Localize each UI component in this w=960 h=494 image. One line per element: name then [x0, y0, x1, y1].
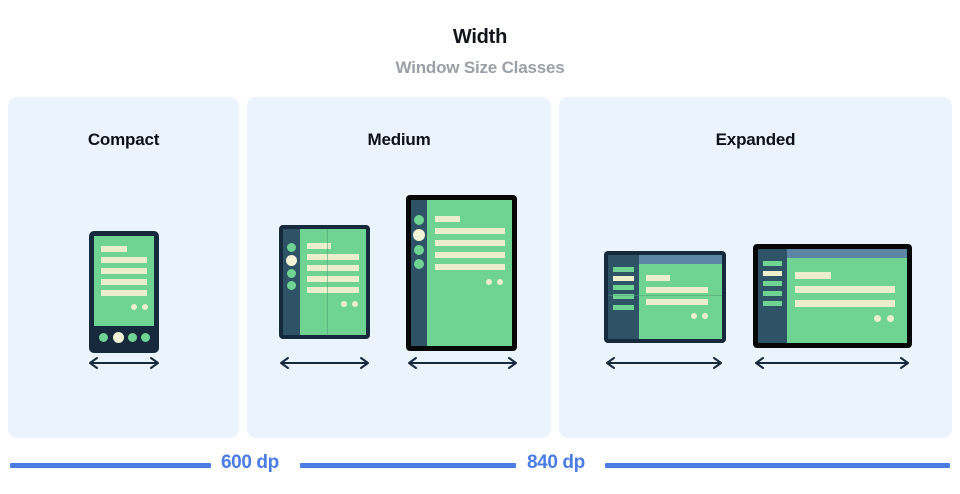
rail-dot — [414, 259, 424, 269]
panel-compact: Compact — [8, 97, 239, 438]
foldable-landscape-screen — [608, 255, 722, 339]
width-arrow-tablet-landscape — [752, 355, 912, 371]
width-arrow-foldable-landscape — [603, 355, 725, 371]
panel-expanded: Expanded — [559, 97, 952, 438]
size-class-panels: Compact — [0, 97, 960, 438]
app-top-bar — [639, 255, 722, 264]
content-bar — [646, 299, 708, 305]
phone-screen — [94, 236, 154, 348]
breakpoint-line-middle — [300, 463, 516, 468]
panel-title-expanded: Expanded — [715, 130, 796, 149]
rail-dot — [287, 281, 296, 290]
device-tablet-portrait — [406, 195, 517, 351]
rail-bar — [613, 267, 634, 272]
app-top-bar — [787, 249, 907, 258]
content-bar — [101, 246, 127, 252]
rail-dot — [287, 243, 296, 252]
nav-rail — [411, 200, 427, 346]
panel-medium: Medium — [247, 97, 551, 438]
content-bar — [101, 290, 147, 296]
width-arrow-tablet-portrait — [405, 355, 520, 371]
rail-bar-active — [763, 271, 782, 276]
rail-dot — [414, 215, 424, 225]
breakpoint-label-840: 840 dp — [527, 452, 585, 473]
fab-dot — [352, 301, 358, 307]
content-bar — [435, 264, 505, 270]
content-bar — [435, 216, 460, 222]
content-bar — [435, 240, 505, 246]
content-bar — [101, 268, 147, 274]
rail-bar — [613, 294, 634, 299]
content-bar — [307, 243, 331, 249]
nav-dot — [99, 333, 108, 342]
device-phone-portrait — [89, 231, 159, 353]
phone-bottom-nav — [94, 326, 154, 348]
fab-dot — [486, 279, 492, 285]
content-bar — [646, 287, 708, 293]
fab-dot — [874, 315, 881, 322]
fab-dot — [691, 313, 697, 319]
content-bar — [795, 300, 895, 307]
content-bar — [646, 275, 670, 281]
nav-dot — [128, 333, 137, 342]
fab-dot — [341, 301, 347, 307]
nav-rail — [758, 249, 787, 343]
nav-rail — [283, 229, 300, 335]
fab-dot — [887, 315, 894, 322]
foldable-screen — [283, 229, 366, 335]
content-bar — [101, 279, 147, 285]
content-bar — [795, 272, 831, 279]
diagram-header: Width Window Size Classes — [0, 0, 960, 78]
content-bar — [435, 228, 505, 234]
rail-bar — [763, 301, 782, 306]
breakpoint-scale: 600 dp 840 dp — [0, 452, 960, 478]
tablet-screen — [411, 200, 512, 346]
nav-dot-active — [113, 332, 124, 343]
rail-dot — [414, 245, 424, 255]
rail-bar — [763, 291, 782, 296]
device-tablet-landscape — [753, 244, 912, 348]
page-title: Width — [452, 26, 508, 48]
rail-bar-active — [613, 276, 634, 281]
nav-dot — [141, 333, 150, 342]
fab-dot — [131, 304, 137, 310]
content-bar — [435, 252, 505, 258]
breakpoint-line-right — [605, 463, 950, 468]
panel-title-compact: Compact — [87, 130, 160, 149]
rail-bar — [763, 261, 782, 266]
tablet-landscape-screen — [758, 249, 907, 343]
fab-dot — [702, 313, 708, 319]
content-bar — [795, 286, 895, 293]
content-bar — [307, 287, 359, 293]
device-foldable-portrait-open — [279, 225, 370, 339]
fold-crease — [608, 295, 722, 296]
fab-dot — [142, 304, 148, 310]
content-bar — [307, 254, 359, 260]
page-subtitle: Window Size Classes — [395, 58, 565, 77]
width-arrow-foldable-portrait — [277, 355, 372, 371]
rail-bar — [763, 281, 782, 286]
nav-rail — [608, 255, 639, 339]
device-foldable-landscape-open — [604, 251, 726, 343]
fold-crease — [327, 229, 328, 335]
content-bar — [101, 257, 147, 263]
rail-dot-active — [413, 229, 425, 241]
panel-title-medium: Medium — [367, 130, 431, 149]
rail-bar — [613, 305, 634, 310]
content-bar — [307, 265, 359, 271]
rail-bar — [613, 285, 634, 290]
content-bar — [307, 276, 359, 282]
rail-dot-active — [286, 255, 297, 266]
width-arrow-compact — [86, 355, 162, 371]
breakpoint-label-600: 600 dp — [221, 452, 279, 473]
fab-dot — [497, 279, 503, 285]
breakpoint-line-left — [10, 463, 211, 468]
rail-dot — [287, 269, 296, 278]
